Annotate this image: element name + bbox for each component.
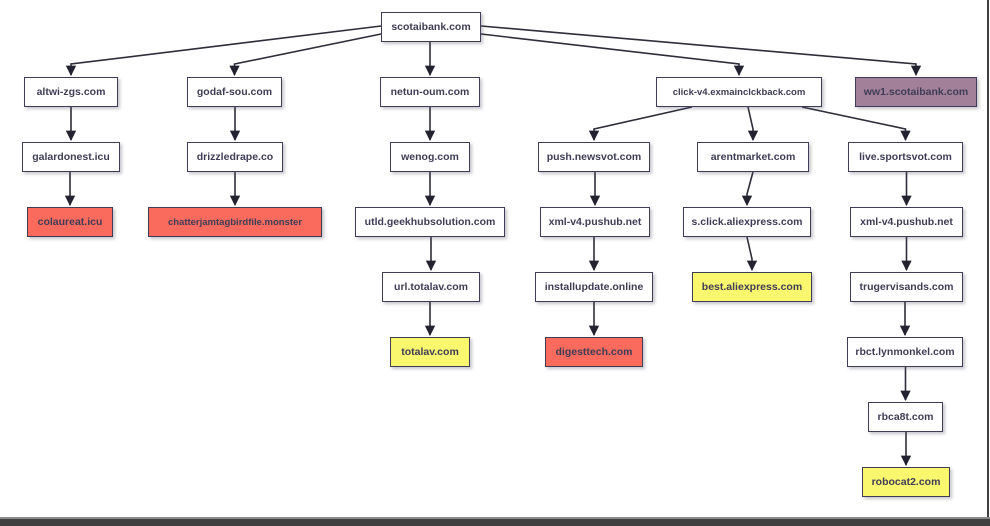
edge-e1-to-e2 bbox=[741, 171, 754, 207]
node-totalav-com[interactable]: totalav.com bbox=[390, 337, 470, 367]
node-netun-oum-com[interactable]: netun-oum.com bbox=[380, 77, 480, 107]
node-best-aliexpress-com[interactable]: best.aliexpress.com bbox=[692, 272, 812, 302]
edge-d0-to-f1 bbox=[801, 106, 911, 142]
edge-d0-to-e1 bbox=[747, 106, 759, 142]
node-push-newsvot-com[interactable]: push.newsvot.com bbox=[538, 142, 650, 172]
node-digesttech-com[interactable]: digesttech.com bbox=[545, 337, 643, 367]
node-ww1-scotaibank-com[interactable]: ww1.scotaibank.com bbox=[855, 77, 977, 107]
node-galardonest-icu[interactable]: galardonest.icu bbox=[22, 142, 120, 172]
node-url-totalav-com[interactable]: url.totalav.com bbox=[382, 272, 480, 302]
node-xml-v4-pushub-net[interactable]: xml-v4.pushub.net bbox=[540, 207, 650, 237]
node-installupdate-online[interactable]: installupdate.online bbox=[535, 272, 653, 302]
edge-root-to-f0 bbox=[480, 25, 922, 77]
edge-d0-to-d1 bbox=[588, 106, 693, 142]
edge-e2-to-e3 bbox=[746, 236, 758, 272]
node-chatterjamtagbirdfile-monster[interactable]: chatterjamtagbirdfile.monster bbox=[148, 207, 322, 237]
node-live-sportsvot-com[interactable]: live.sportsvot.com bbox=[848, 142, 963, 172]
window-right-border bbox=[987, 0, 989, 517]
node-rbca8t-com[interactable]: rbca8t.com bbox=[868, 402, 943, 432]
node-altwi-zgs-com[interactable]: altwi-zgs.com bbox=[24, 77, 118, 107]
node-rbct-lynmonkel-com[interactable]: rbct.lynmonkel.com bbox=[847, 337, 963, 367]
node-scotaibank-com[interactable]: scotaibank.com bbox=[381, 12, 481, 42]
edge-root-to-b1 bbox=[229, 33, 382, 77]
node-wenog-com[interactable]: wenog.com bbox=[390, 142, 470, 172]
edge-root-to-d0 bbox=[480, 33, 745, 77]
node-godaf-sou-com[interactable]: godaf-sou.com bbox=[187, 77, 282, 107]
node-trugervisands-com[interactable]: trugervisands.com bbox=[850, 272, 963, 302]
node-robocat2-com[interactable]: robocat2.com bbox=[862, 467, 950, 497]
edge-root-to-a1 bbox=[65, 25, 382, 77]
node-click-v4-exmainclckback-com[interactable]: click-v4.exmainclckback.com bbox=[656, 77, 822, 107]
window-bottom-bar bbox=[0, 517, 990, 526]
node-colaureat-icu[interactable]: colaureat.icu bbox=[27, 207, 113, 237]
node-utld-geekhubsolution-com[interactable]: utld.geekhubsolution.com bbox=[355, 207, 505, 237]
node-s-click-aliexpress-com[interactable]: s.click.aliexpress.com bbox=[683, 207, 811, 237]
node-arentmarket-com[interactable]: arentmarket.com bbox=[697, 142, 809, 172]
node-xml-v4-pushub-net[interactable]: xml-v4.pushub.net bbox=[850, 207, 963, 237]
node-drizzledrape-co[interactable]: drizzledrape.co bbox=[187, 142, 283, 172]
